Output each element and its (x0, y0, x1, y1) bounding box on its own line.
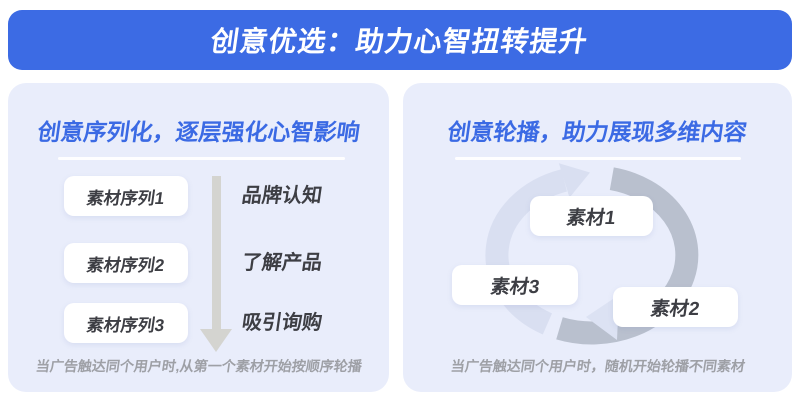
down-arrow-shaft (212, 176, 221, 329)
stage-label-learn-product: 了解产品 (240, 252, 324, 274)
material-box-1: 素材1 (530, 196, 653, 236)
stage-label-brand-awareness: 品牌认知 (240, 185, 324, 207)
page-title: 创意优选：助力心智扭转提升 (209, 26, 591, 57)
left-panel-title: 创意序列化，逐层强化心智影响 (35, 119, 362, 145)
stage-label-attract-inquiry: 吸引询购 (240, 312, 324, 334)
sequence-box-label: 素材序列3 (85, 315, 166, 335)
header-banner: 创意优选：助力心智扭转提升 (8, 10, 792, 70)
right-panel-creative-carousel: 创意轮播，助力展现多维内容 素材1 素材2 素材3 当广告触达同个用户时，随机开… (403, 83, 792, 392)
sequence-box-3: 素材序列3 (64, 303, 188, 343)
sequence-box-label: 素材序列1 (85, 188, 166, 208)
sequence-box-1: 素材序列1 (64, 176, 188, 216)
sequence-box-2: 素材序列2 (64, 243, 188, 283)
material-box-label: 素材2 (649, 298, 701, 320)
material-box-label: 素材3 (488, 276, 541, 298)
down-arrow-head (200, 329, 232, 352)
material-box-2: 素材2 (613, 287, 738, 327)
left-panel-caption: 当广告触达同个用户时,从第一个素材开始按顺序轮播 (34, 358, 363, 374)
sequence-box-label: 素材序列2 (85, 255, 166, 275)
left-panel-creative-sequence: 创意序列化，逐层强化心智影响 素材序列1 素材序列2 素材序列3 品牌认知 了解… (8, 83, 389, 392)
left-panel-divider (58, 157, 345, 160)
cycle-arrows-icon (485, 163, 699, 345)
right-panel-divider (455, 157, 741, 160)
material-box-label: 素材1 (565, 207, 617, 229)
right-panel-caption: 当广告触达同个用户时，随机开始轮播不同素材 (449, 358, 746, 374)
material-box-3: 素材3 (452, 265, 578, 305)
